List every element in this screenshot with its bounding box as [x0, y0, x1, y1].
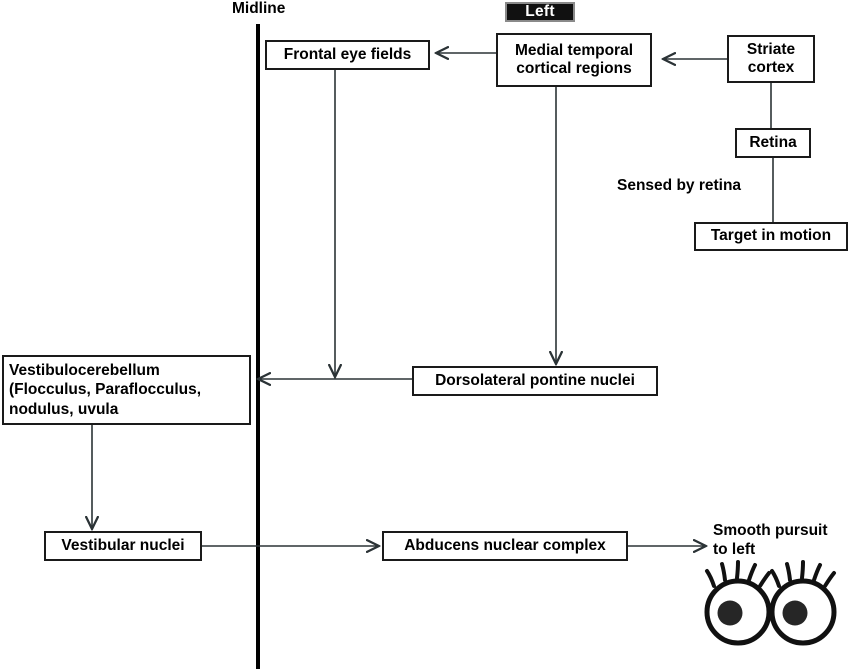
annotation-smooth-pursuit: Smooth pursuit to left — [713, 522, 828, 558]
node-dorsolateral-pontine[interactable]: Dorsolateral pontine nuclei — [412, 366, 658, 396]
midline-rule — [256, 24, 260, 669]
annotation-sensed-by-retina: Sensed by retina — [617, 177, 742, 194]
node-vestibular-nuclei[interactable]: Vestibular nuclei — [44, 531, 202, 561]
node-retina[interactable]: Retina — [735, 128, 811, 158]
right-eye-icon — [769, 560, 837, 646]
node-target-in-motion[interactable]: Target in motion — [694, 222, 848, 251]
left-eye-icon — [704, 560, 772, 646]
eyes-illustration — [704, 560, 837, 646]
node-abducens-complex[interactable]: Abducens nuclear complex — [382, 531, 628, 561]
node-medial-temporal[interactable]: Medial temporal cortical regions — [496, 33, 652, 87]
node-vestibulocerebellum[interactable]: Vestibulocerebellum (Flocculus, Parafloc… — [2, 355, 251, 425]
node-striate-cortex[interactable]: Striate cortex — [727, 35, 815, 83]
node-frontal-eye-fields[interactable]: Frontal eye fields — [265, 40, 430, 70]
side-tag-left: Left — [505, 2, 575, 22]
midline-label: Midline — [232, 0, 286, 17]
